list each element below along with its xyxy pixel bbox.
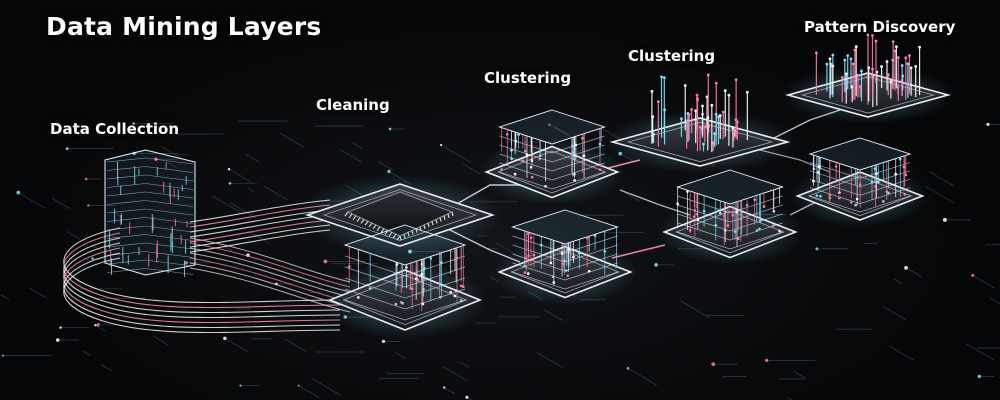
layer-label-clustering-1: Clustering [484,69,572,87]
data-cube-icon [492,209,638,306]
data-cube-icon [791,137,929,228]
layer-nodes [104,33,956,339]
diagram-title: Data Mining Layers [46,12,322,41]
data-cube-icon [322,224,488,339]
layer-label-pattern-discovery: Pattern Discovery [804,18,956,36]
data-cube-icon [479,109,625,206]
data-cube-icon [657,169,803,266]
server-tower-icon [104,149,196,277]
layer-label-data-collection: Data Collection [50,120,180,138]
circuit-board-icon [780,33,956,124]
layer-label-cleaning: Cleaning [316,96,390,114]
processor-chip-icon [298,174,502,256]
layer-label-clustering-2: Clustering [628,47,716,65]
circuit-board-icon [603,73,797,174]
